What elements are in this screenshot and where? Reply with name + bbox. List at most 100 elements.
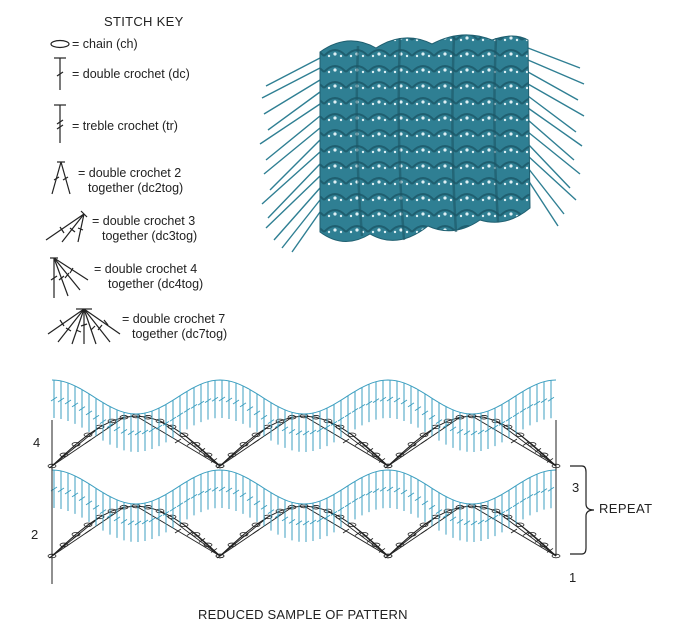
chain-stitch xyxy=(359,442,369,447)
stitch-bar xyxy=(351,498,359,503)
key-dc-label: = double crochet (dc) xyxy=(72,67,190,81)
stitch-bar xyxy=(378,458,386,463)
stitch-bar xyxy=(106,513,114,518)
chain-stitch xyxy=(491,508,501,514)
stitch-bar xyxy=(260,414,268,420)
stitch-bar xyxy=(365,490,373,496)
stitch-bar xyxy=(546,548,554,553)
stitch-bar xyxy=(491,424,499,430)
stitch-bar xyxy=(379,486,387,492)
chain-arc xyxy=(219,505,389,557)
row-label-1: 1 xyxy=(569,570,577,585)
stitch-bar xyxy=(484,517,492,523)
chain-stitch xyxy=(155,508,165,514)
stitch-bar xyxy=(534,448,542,453)
stitch-bar xyxy=(533,400,541,406)
stitch-bar xyxy=(57,487,65,493)
key-dc4tog-label: = double crochet 4 together (dc4tog) xyxy=(94,262,204,291)
chain-stitch xyxy=(179,522,189,528)
stitch-bar xyxy=(60,542,68,548)
key-dc2tog-label: = double crochet 2 together (dc2tog) xyxy=(78,166,184,195)
stitch-bar xyxy=(232,489,240,495)
chain-stitch xyxy=(155,418,165,424)
repeat-bracket xyxy=(570,465,595,555)
stitch-bar xyxy=(210,548,218,553)
stitch-bar xyxy=(211,396,219,402)
stitch-bar xyxy=(232,399,240,405)
stitch-bar xyxy=(174,528,182,534)
stitch-bar xyxy=(190,404,198,409)
stitch-bar xyxy=(148,517,156,523)
stitch-bar xyxy=(281,516,289,522)
stitch-bar xyxy=(141,429,149,435)
stitch-bar xyxy=(540,488,548,494)
stitch-bar xyxy=(92,414,100,420)
stitch-bar xyxy=(510,438,518,444)
stitch-bar xyxy=(155,424,163,430)
stitch-bar xyxy=(547,396,555,402)
stitch-bar xyxy=(491,514,499,520)
stitch-bar xyxy=(407,402,415,408)
chain-arc xyxy=(387,505,557,557)
stitch-bar xyxy=(127,430,135,436)
stitch-bar xyxy=(330,511,338,516)
stitch-bar xyxy=(323,514,331,520)
stitch-bar xyxy=(442,513,450,518)
stitch-bar xyxy=(99,419,107,424)
chain-arc xyxy=(51,415,221,467)
stitch-bar xyxy=(449,426,457,432)
stitch-bar xyxy=(505,416,513,422)
stitch-bar xyxy=(252,529,260,535)
chain-arc xyxy=(387,415,557,467)
stitch-bar xyxy=(155,514,163,520)
stitch-key-title: STITCH KEY xyxy=(104,14,184,29)
stitch-bar xyxy=(505,506,513,512)
stitch-bar xyxy=(393,487,401,493)
stitch-bar xyxy=(456,518,464,524)
stitch-bar xyxy=(533,490,541,496)
stitch-bar xyxy=(71,402,79,408)
stitch-bar xyxy=(330,421,338,426)
stitch-bar xyxy=(323,424,331,430)
stitch-bar xyxy=(78,406,86,411)
stitch-bar xyxy=(393,397,401,403)
stitch-bar xyxy=(435,509,443,514)
chain-stitch xyxy=(359,532,369,537)
stitch-bar xyxy=(183,408,191,413)
stitch-bar xyxy=(211,486,219,492)
stitch-bar xyxy=(246,496,254,501)
stitch-bar xyxy=(420,529,428,535)
stitch-bar xyxy=(470,520,478,526)
chain-stitch xyxy=(383,553,393,559)
stitch-bar xyxy=(295,430,303,436)
stitch-bar xyxy=(358,494,366,499)
row-label-3: 3 xyxy=(572,480,580,495)
stitch-bar xyxy=(176,412,184,418)
stitch-bar xyxy=(120,518,128,524)
stitch-bar xyxy=(414,496,422,501)
stitch-bar xyxy=(113,426,121,432)
stitch-bar xyxy=(498,421,506,426)
stitch-bar xyxy=(228,452,236,458)
treble-crochet-icon xyxy=(54,104,66,143)
stitch-bar xyxy=(267,509,275,514)
stitch-bar xyxy=(204,398,212,404)
stitch-bar xyxy=(84,529,92,535)
stitch-bar xyxy=(169,416,177,422)
chain-stitch xyxy=(443,418,453,424)
stitch-bar xyxy=(512,502,520,508)
chain-stitch xyxy=(527,442,537,447)
stitch-bar xyxy=(198,538,206,543)
stitch-bar xyxy=(316,517,324,523)
stitch-bar xyxy=(127,520,135,526)
stitch-bar xyxy=(512,412,520,418)
stitch-bar xyxy=(342,528,350,534)
stitch-bar xyxy=(463,520,471,526)
stitch-bar xyxy=(162,421,170,426)
chain-stitch xyxy=(443,508,453,514)
stitch-bar xyxy=(71,492,79,498)
row-label-2: 2 xyxy=(31,527,39,542)
stitch-bar xyxy=(210,458,218,463)
stitch-bar xyxy=(400,399,408,405)
key-tr-label: = treble crochet (tr) xyxy=(72,119,178,133)
